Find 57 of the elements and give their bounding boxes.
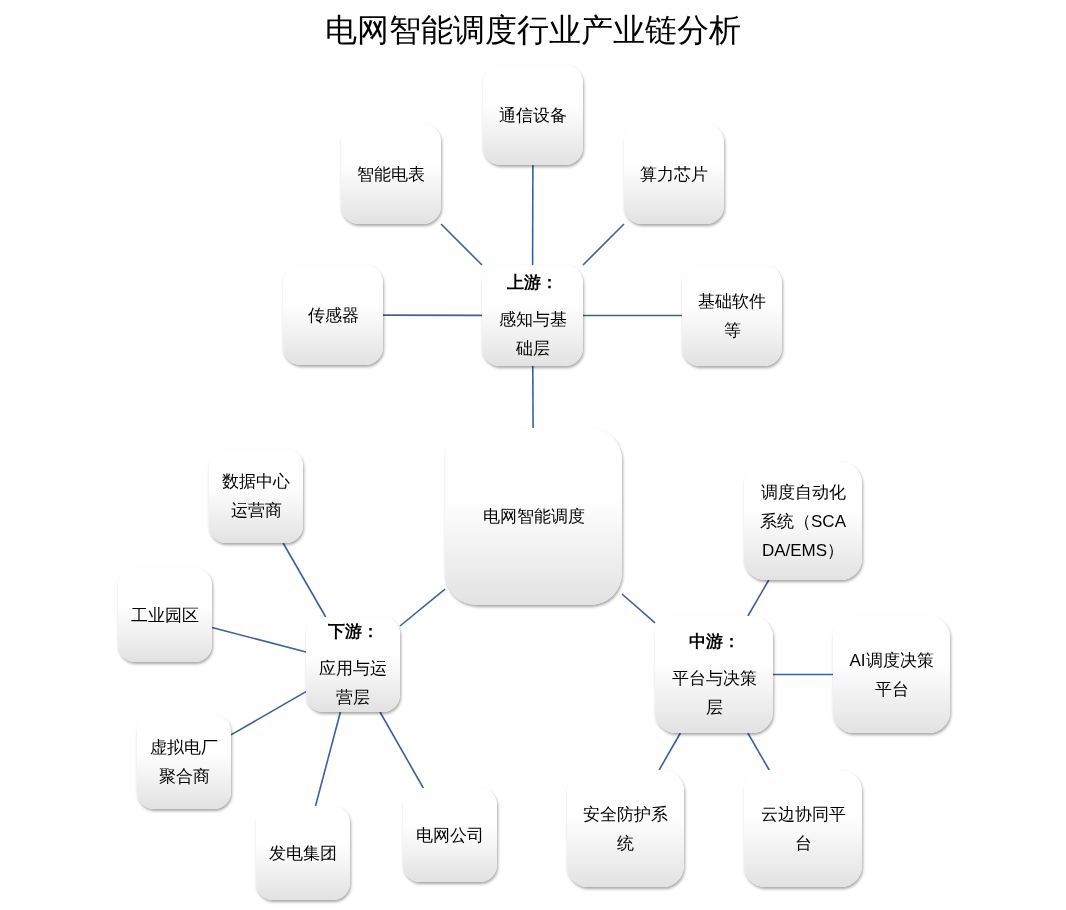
node-label: 数据中心运营商 [221,471,291,522]
item-box [283,265,383,365]
item-box [256,806,350,900]
stage-label: 感知与基础层 [497,309,568,360]
connector-line [314,711,342,807]
node-label: 发电集团 [269,842,337,865]
item-box [567,770,684,887]
connector-line [772,673,834,676]
item-box [483,65,583,165]
connector-line [382,314,483,317]
node-label: 智能电表 [357,163,425,186]
stage-heading: 下游： [327,621,379,643]
connector-line [379,711,425,789]
connector-line [747,579,770,617]
stage-label: 应用与运营层 [318,658,388,709]
connector-line [532,365,534,429]
stage-heading: 上游： [507,272,558,294]
item-box [209,449,303,543]
item-box [341,124,441,224]
node-label: 电网智能调度 [482,506,585,528]
connector-line [211,626,307,653]
connector-line [440,223,483,266]
item-box [137,715,231,809]
connector-line [658,732,682,771]
connector-line [747,732,770,771]
connector-line [621,593,656,624]
stage-box [306,617,400,712]
item-box [744,770,862,887]
node-label: 云边协同平台 [759,803,847,855]
connector-line [531,164,534,266]
item-box [403,788,497,882]
connector-line [399,588,446,627]
item-box [118,568,212,662]
stage-box [655,616,773,733]
node-label: 基础软件等 [697,290,767,342]
item-box [624,124,724,224]
stage-box [482,265,583,366]
title: 电网智能调度行业产业链分析 [325,12,741,48]
connector-line [582,223,625,266]
item-box [744,462,862,580]
node-label: 传感器 [307,304,359,327]
stage-heading: 中游： [688,631,740,653]
connector-line [230,690,307,736]
node-label: AI调度决策平台 [848,649,935,701]
item-box [833,616,950,733]
connector-line [582,314,683,317]
stage-label: 平台与决策层 [670,668,758,719]
node-label: 通信设备 [499,104,567,127]
item-box [682,265,782,366]
topic-box [445,428,622,605]
node-label: 算力芯片 [640,163,708,186]
node-label: 工业园区 [131,604,199,627]
node-label: 调度自动化系统（SCADA/EMS） [759,481,847,562]
node-label: 虚拟电厂聚合商 [149,737,219,788]
node-label: 电网公司 [416,824,484,847]
connector-line [282,542,327,618]
node-label: 安全防护系统 [582,803,669,855]
